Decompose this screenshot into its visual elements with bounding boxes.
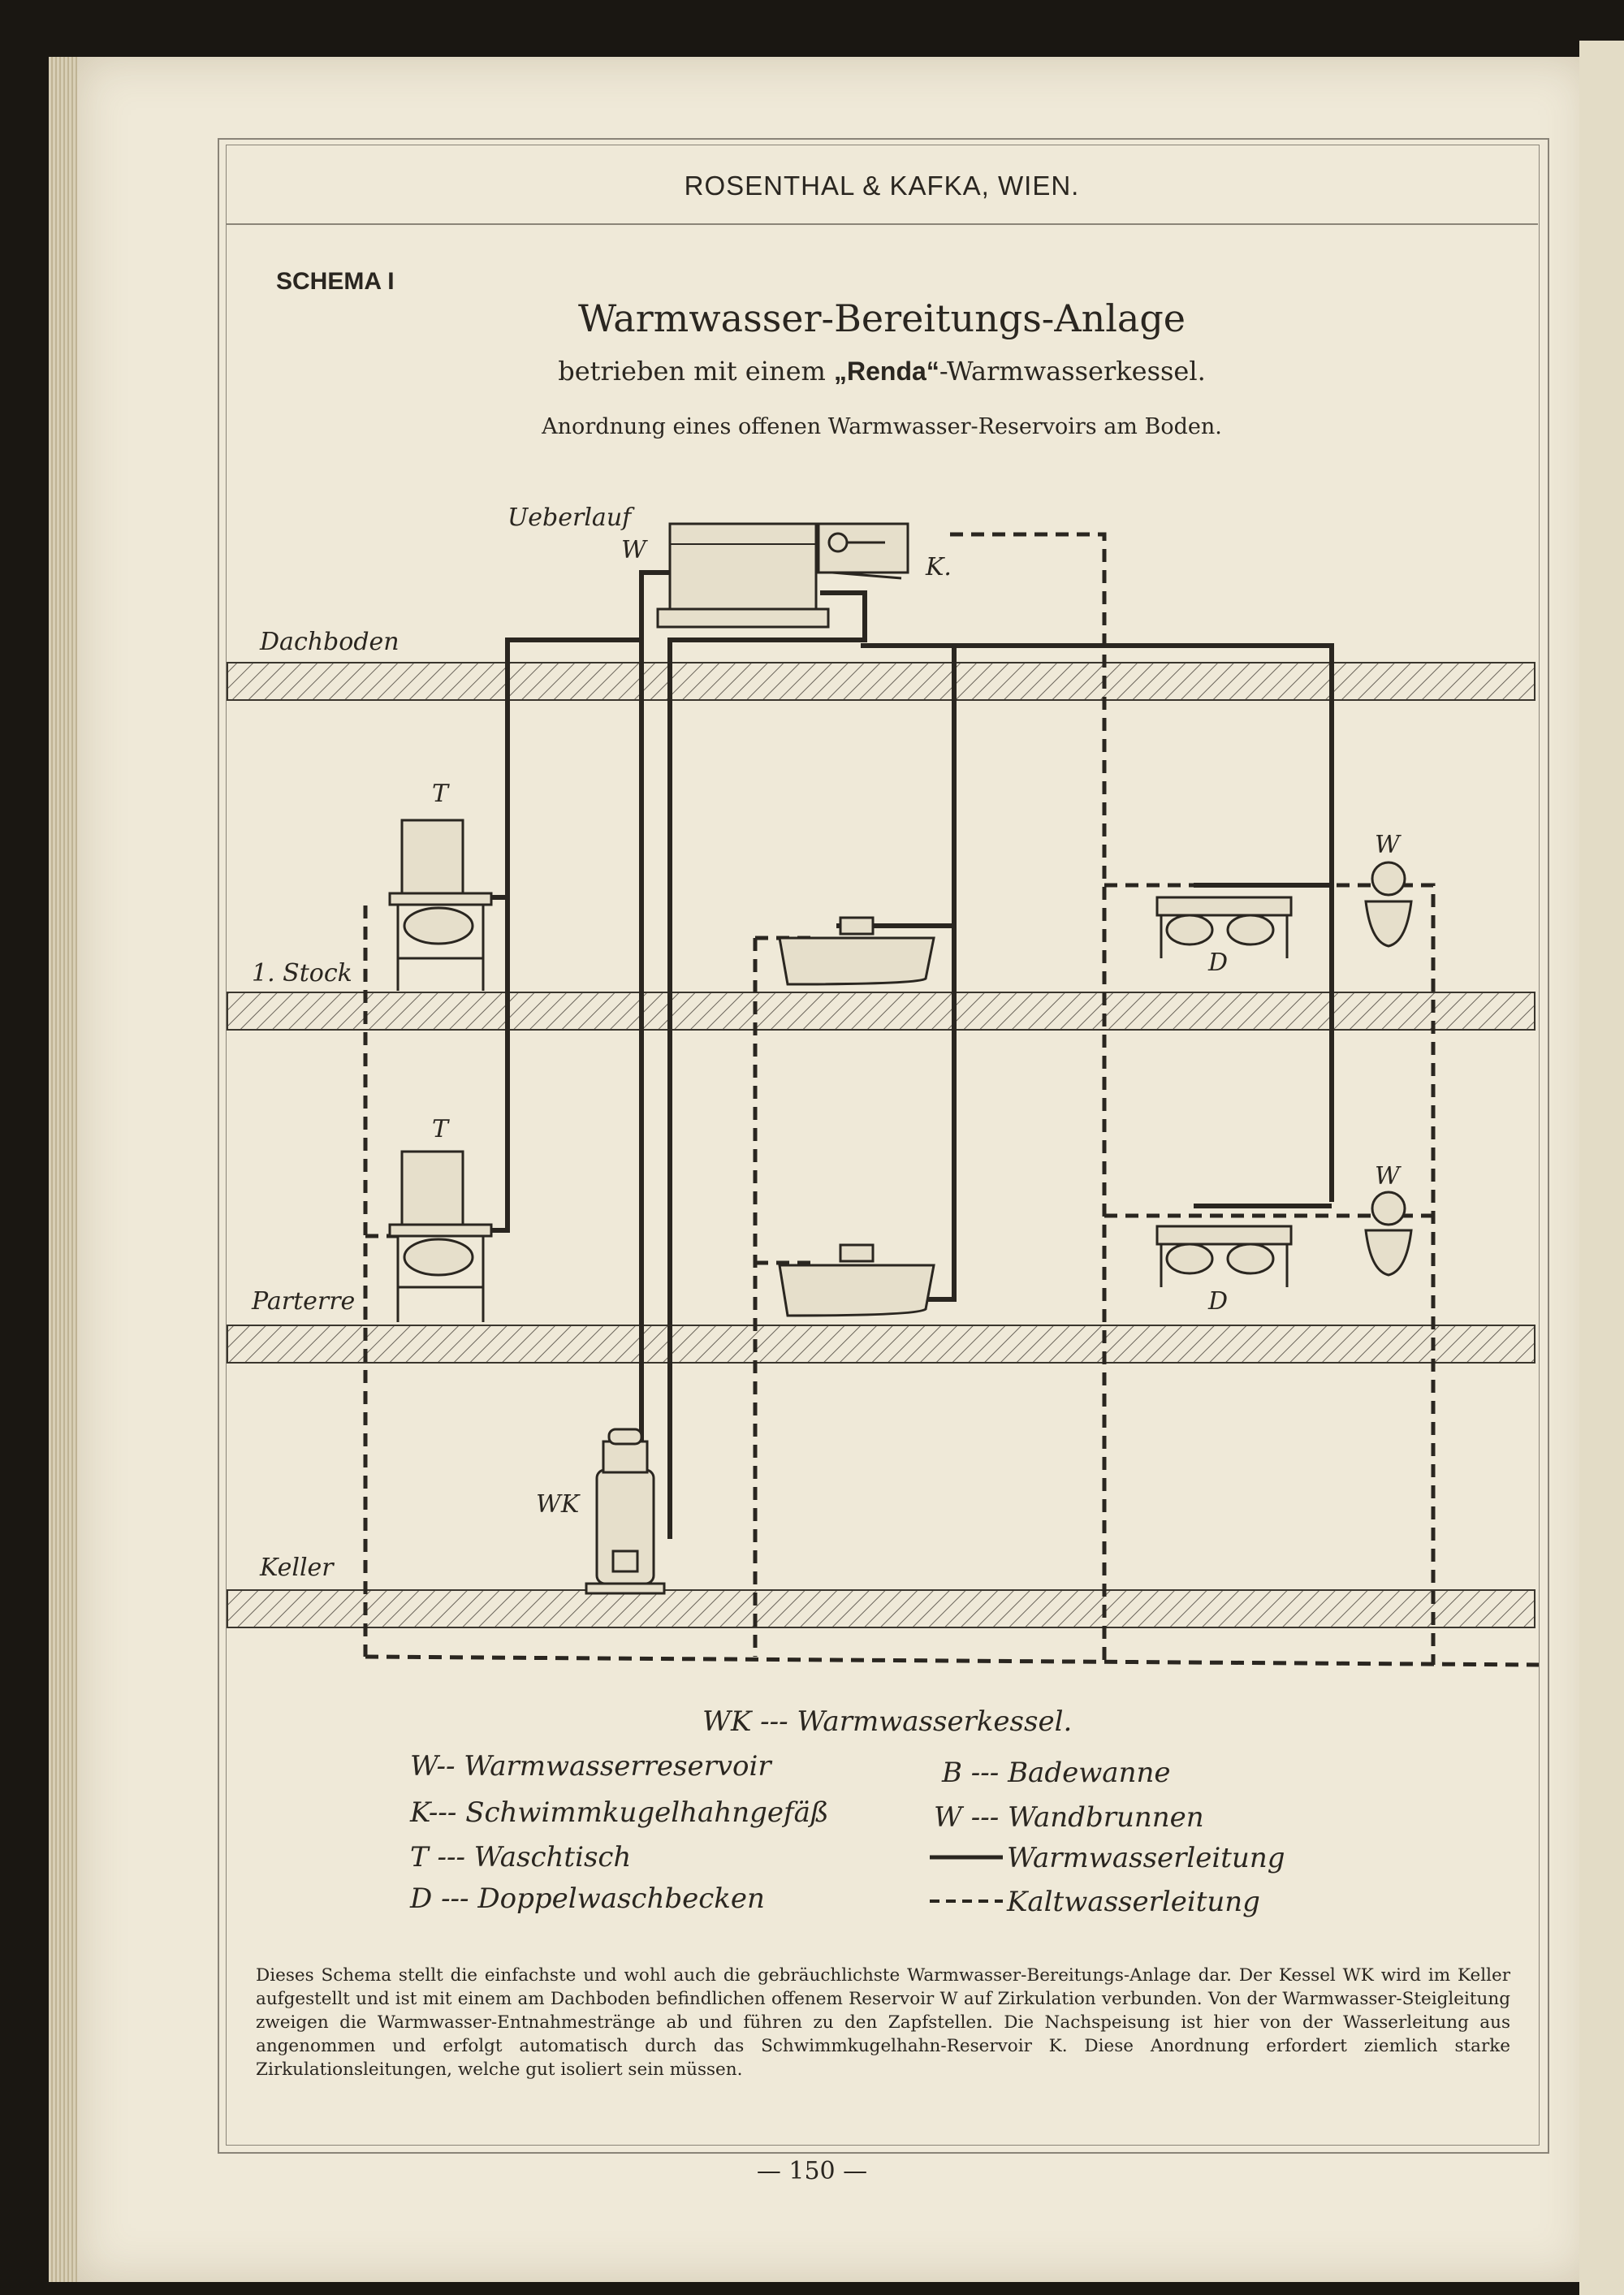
washstand-label-1: T	[432, 780, 450, 808]
floor-slab-first	[227, 992, 1535, 1031]
double-basin-1	[1155, 896, 1293, 958]
firm-header: ROSENTHAL & KAFKA, WIEN.	[684, 171, 1080, 201]
legend-solid: Warmwasserleitung	[1007, 1842, 1285, 1874]
legend-dashed-line	[930, 1900, 1003, 1903]
boiler-wk	[585, 1428, 666, 1595]
double-basin-label-1: D	[1207, 949, 1228, 977]
warm-water-pipes	[422, 570, 1334, 1539]
legend-t: T --- Waschtisch	[410, 1841, 632, 1874]
double-basin-label-2: D	[1207, 1287, 1228, 1316]
legend-dashed: Kaltwasserleitung	[1007, 1886, 1260, 1918]
float-valve-label: K.	[925, 553, 952, 581]
subtitle-suffix: -Warmwasserkessel.	[939, 356, 1206, 387]
page-frame-inner	[226, 145, 1540, 2146]
page-number: — 150 —	[756, 2157, 868, 2185]
page-title: Warmwasser-Bereitungs-Anlage	[577, 296, 1186, 340]
floor-label-cellar: Keller	[259, 1554, 335, 1582]
description-paragraph: Dieses Schema stellt die einfachste und …	[256, 1965, 1510, 2080]
page-frame	[218, 138, 1549, 2154]
wall-fountain-label-1: W	[1375, 831, 1402, 859]
legend-wb: W --- Wandbrunnen	[934, 1801, 1204, 1834]
bathtub-1	[778, 916, 935, 986]
floor-slab-cellar	[227, 1589, 1535, 1628]
schema-label: SCHEMA I	[276, 268, 395, 295]
floor-label-first: 1. Stock	[252, 959, 352, 988]
washstand-label-2: T	[432, 1115, 450, 1143]
legend-solid-line	[930, 1855, 1003, 1860]
floor-label-ground: Parterre	[251, 1287, 355, 1316]
legend-d: D --- Doppelwaschbecken	[410, 1882, 765, 1915]
floor-label-attic: Dachboden	[259, 628, 400, 656]
legend-b: B --- Badewanne	[942, 1757, 1171, 1789]
wall-fountain-label-2: W	[1375, 1162, 1402, 1191]
book-page	[77, 57, 1592, 2282]
overflow-label: Ueberlauf	[508, 504, 635, 532]
wall-fountain-1	[1364, 861, 1413, 948]
wall-fountain-2	[1364, 1191, 1413, 1277]
subtitle-brand: „Renda“	[834, 357, 939, 386]
header-rule	[226, 223, 1538, 225]
plumbing-diagram: Dachboden 1. Stock Parterre Keller Ueber…	[227, 504, 1540, 1667]
subtitle-prefix: betrieben mit einem	[558, 356, 835, 387]
legend-wk: WK --- Warmwasserkessel.	[702, 1705, 1073, 1738]
float-valve-tank	[817, 522, 909, 580]
legend-w: W-- Warmwasserreservoir	[410, 1750, 771, 1783]
warm-water-reservoir	[656, 522, 830, 629]
facing-page-edge	[1579, 41, 1624, 2295]
washstand-2	[388, 1150, 493, 1322]
subtitle-arrangement: Anordnung eines offenen Warmwasser-Reser…	[542, 414, 1222, 439]
floor-slab-attic	[227, 662, 1535, 701]
subtitle: betrieben mit einem „Renda“-Warmwasserke…	[226, 356, 1538, 387]
double-basin-2	[1155, 1225, 1293, 1287]
washstand-1	[388, 819, 493, 991]
boiler-label: WK	[536, 1490, 581, 1519]
bathtub-2	[778, 1243, 935, 1317]
legend-k: K--- Schwimmkugelhahngefäß	[410, 1796, 829, 1829]
reservoir-label: W	[621, 536, 648, 564]
floor-slab-ground	[227, 1325, 1535, 1364]
